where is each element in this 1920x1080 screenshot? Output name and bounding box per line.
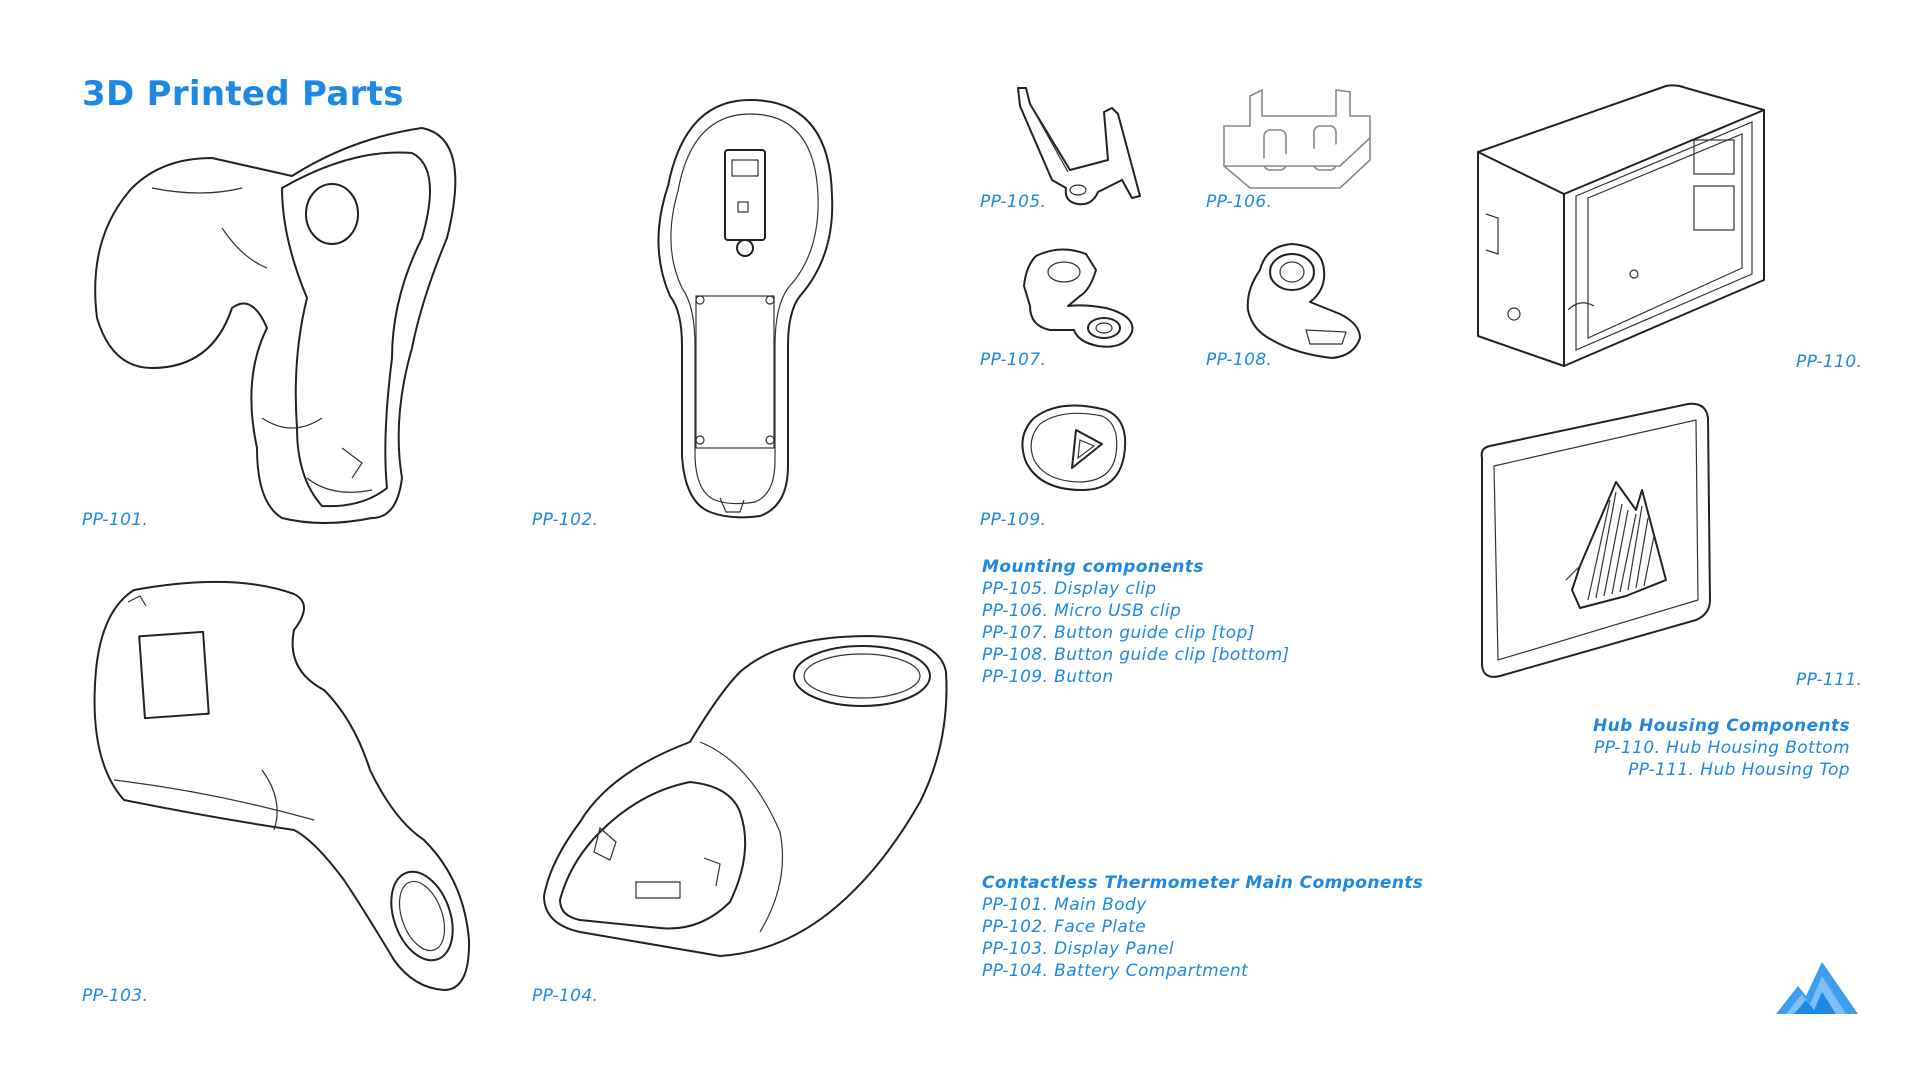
hub-components-list: Hub Housing Components PP-110. Hub Housi…: [1560, 715, 1850, 781]
mounting-heading: Mounting components: [982, 557, 1204, 577]
mountain-logo-icon: [1776, 962, 1858, 1014]
part-pp108-drawing: [1236, 240, 1366, 364]
part-label-pp105: PP-105.: [980, 192, 1047, 212]
part-pp103-drawing: [93, 580, 474, 1000]
list-item: PP-106. Micro USB clip: [982, 601, 1182, 621]
part-label-pp107: PP-107.: [980, 350, 1047, 370]
part-pp104-drawing: [540, 632, 950, 962]
part-pp101-drawing: [92, 118, 472, 538]
part-pp107-drawing: [1020, 246, 1140, 350]
list-item: PP-109. Button: [982, 667, 1114, 687]
part-pp102-drawing: [657, 96, 840, 522]
list-item: PP-110. Hub Housing Bottom: [1594, 738, 1850, 758]
mounting-components-list: Mounting components PP-105. Display clip…: [982, 556, 1290, 688]
hub-heading: Hub Housing Components: [1592, 716, 1850, 736]
part-label-pp111: PP-111.: [1796, 670, 1863, 690]
main-components-heading: Contactless Thermometer Main Components: [982, 873, 1424, 893]
part-label-pp106: PP-106.: [1206, 192, 1273, 212]
list-item: PP-108. Button guide clip [bottom]: [982, 645, 1290, 665]
part-pp106-drawing: [1220, 86, 1376, 192]
list-item: PP-102. Face Plate: [982, 917, 1147, 937]
main-components-list: Contactless Thermometer Main Components …: [982, 872, 1423, 982]
part-label-pp101: PP-101.: [82, 510, 149, 530]
part-label-pp109: PP-109.: [980, 510, 1047, 530]
part-label-pp110: PP-110.: [1796, 352, 1863, 372]
part-pp111-drawing: [1476, 400, 1712, 680]
list-item: PP-107. Button guide clip [top]: [982, 623, 1255, 643]
part-label-pp108: PP-108.: [1206, 350, 1273, 370]
part-label-pp103: PP-103.: [82, 986, 149, 1006]
part-label-pp104: PP-104.: [532, 986, 599, 1006]
list-item: PP-103. Display Panel: [982, 939, 1175, 959]
part-pp109-drawing: [1020, 400, 1130, 492]
list-item: PP-101. Main Body: [982, 895, 1147, 915]
part-pp105-drawing: [1008, 84, 1148, 210]
part-pp110-drawing: [1476, 84, 1766, 370]
list-item: PP-105. Display clip: [982, 579, 1157, 599]
part-label-pp102: PP-102.: [532, 510, 599, 530]
list-item: PP-104. Battery Compartment: [982, 961, 1249, 981]
page-title: 3D Printed Parts: [82, 74, 404, 114]
list-item: PP-111. Hub Housing Top: [1628, 760, 1850, 780]
